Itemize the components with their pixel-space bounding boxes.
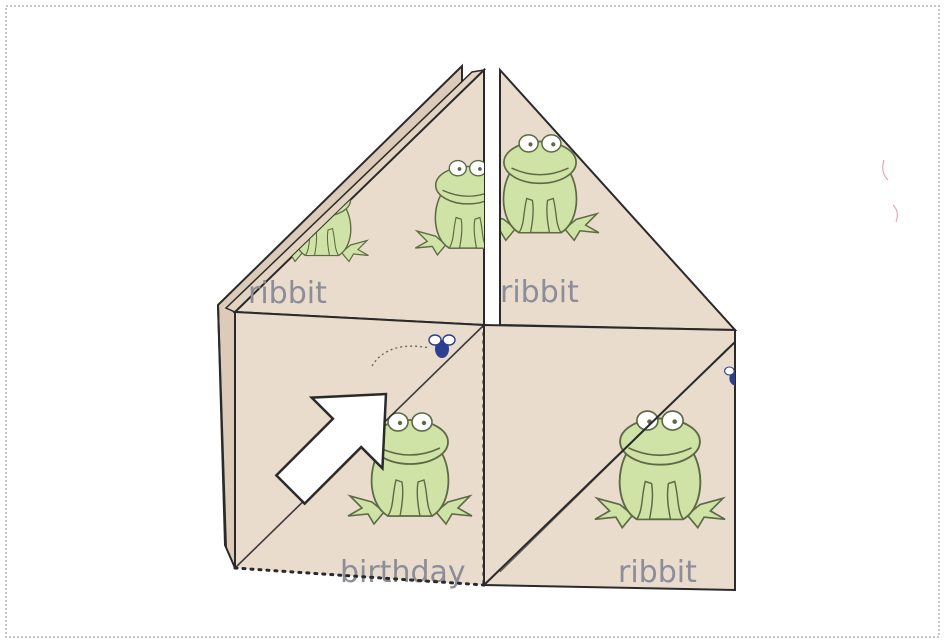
panel-label-upper-right: ribbit	[500, 275, 579, 310]
panel-lower-right: ribbit	[484, 325, 745, 590]
panel-label-upper-left: ribbit	[248, 276, 327, 311]
panel-label-lower-left: birthday	[340, 555, 466, 590]
panel-label-lower-right: ribbit	[618, 555, 697, 590]
